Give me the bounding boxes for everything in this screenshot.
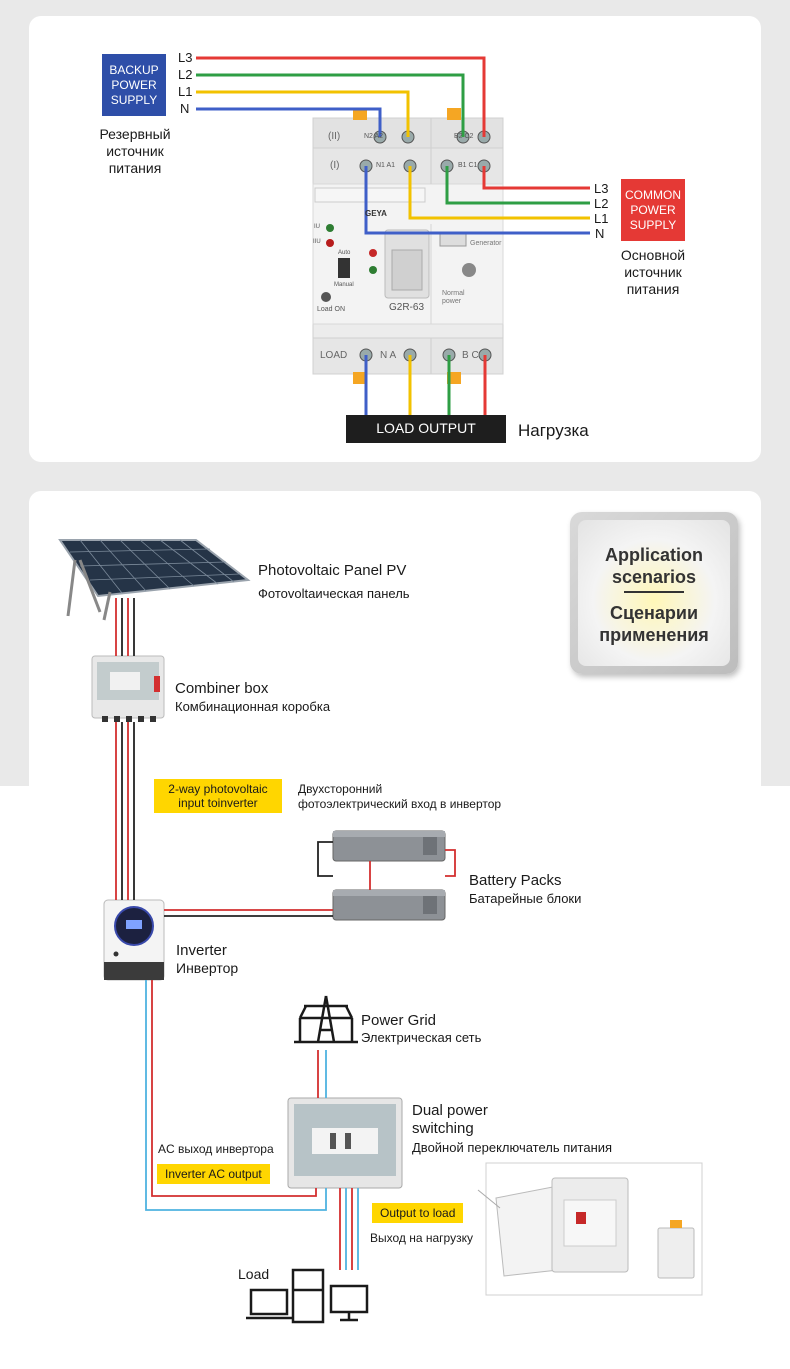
application-scenarios-badge: Application scenarios Сценарии применени… (570, 512, 738, 674)
combiner-en-label: Combiner box (175, 680, 269, 697)
backup-power-supply-box: BACKUP POWER SUPPLY (102, 54, 166, 116)
bottom-wires (115, 598, 456, 1270)
battery-ru-label: Батарейные блоки (469, 891, 582, 906)
top-wires (196, 56, 590, 415)
ac-output-ru-label: AC выход инвертора (158, 1142, 274, 1156)
iiu-label: IIU (313, 239, 321, 245)
common-power-ru: Основной источник питания (620, 247, 686, 297)
load-on-label: Load ON (317, 306, 346, 313)
combiner-ru-label: Комбинационная коробка (175, 699, 331, 714)
phase-label-l3-right: L3 (594, 181, 609, 196)
backup-n-wire (196, 107, 382, 137)
backup-power-ru: Резервный источник питания (99, 126, 171, 176)
power-grid-icon (294, 995, 358, 1044)
solar-panel-icon (58, 539, 251, 621)
load-ru-label: Нагрузка (518, 421, 589, 440)
terminal-na: N A (380, 350, 397, 361)
phase-label-l1-left: L1 (178, 84, 193, 99)
load-output-box (346, 415, 506, 443)
row-i-label: (I) (330, 160, 340, 171)
terminal-bc: B C (462, 350, 479, 361)
backup-l1-wire (196, 90, 410, 137)
inverter-icon (103, 899, 165, 981)
scenarios-en: Application scenarios (605, 545, 703, 587)
common-l2-wire (445, 166, 590, 205)
terminal-n2a2: N2 A2 (364, 133, 384, 140)
scenarios-ru: Сценарии применения (599, 603, 709, 645)
terminal-b1c1: B1 C1 (458, 162, 478, 169)
pv-ru-label: Фотоvoltаическая панель (258, 586, 410, 601)
backup-power-supply-label: BACKUP POWER SUPPLY (109, 62, 159, 107)
ac-output-blue (145, 980, 327, 1211)
battery-link-red (445, 849, 456, 877)
load-en-label: Load (238, 1266, 270, 1282)
backup-l3-wire (196, 56, 486, 137)
load-terminal-label: LOAD (320, 350, 348, 361)
dual-en-label: Dual power switching (412, 1102, 488, 1137)
inverter-en-label: Inverter (176, 942, 227, 959)
common-n-wire (364, 166, 590, 235)
phase-label-l2-right: L2 (594, 196, 609, 211)
auto-label: Auto (338, 250, 351, 256)
inverter-ac-output-tag: Inverter AC output (157, 1164, 270, 1184)
load-output-label: LOAD OUTPUT (376, 420, 476, 436)
two-way-ru-label: Двухсторонний фотоэлектрический вход в и… (298, 782, 502, 811)
brand-logo: GEYA (365, 209, 387, 218)
ac-output-red (151, 980, 317, 1197)
dual-ru-label: Двойной переключатель питания (412, 1140, 613, 1155)
model-label: G2R-63 (389, 302, 425, 313)
inverter-ru-label: Инвертор (176, 960, 239, 976)
generator-label: Generator (470, 240, 502, 247)
output-to-load-ru-label: Выход на нагрузку (370, 1231, 473, 1245)
dual-power-box-icon (287, 1097, 403, 1189)
phase-label-l3-left: L3 (178, 50, 193, 65)
combiner-box-icon (91, 655, 165, 722)
phase-label-l1-right: L1 (594, 211, 609, 226)
grid-ru-label: Электрическая сеть (361, 1030, 482, 1045)
phase-label-n-left: N (180, 101, 190, 116)
two-way-input-tag: 2-way photovoltaic input toinverter (154, 779, 282, 813)
backup-l2-wire (196, 73, 465, 137)
battery-packs-icon (332, 830, 446, 921)
battery-link-black (317, 841, 333, 877)
common-l1-wire (408, 166, 590, 220)
battery-en-label: Battery Packs (469, 872, 562, 889)
common-power-supply-label: COMMON POWER SUPPLY (625, 187, 681, 232)
pv-en-label: Photovoltaic Panel PV (258, 562, 407, 579)
phase-label-l2-left: L2 (178, 67, 193, 82)
product-photo-inset (477, 1162, 703, 1296)
row-ii-label: (II) (328, 131, 341, 142)
manual-label: Manual (334, 282, 354, 288)
terminal-b2c2: B2 C2 (454, 133, 474, 140)
normal-power-label: Normal power (442, 290, 465, 305)
load-appliances-icon (246, 1268, 369, 1324)
terminal-n1a1: N1 A1 (376, 162, 396, 169)
scenarios-divider (624, 591, 684, 593)
output-to-load-tag: Output to load (372, 1203, 464, 1223)
grid-en-label: Power Grid (361, 1012, 437, 1029)
common-power-supply-box: COMMON POWER SUPPLY (621, 179, 685, 241)
iu-label: IU (314, 224, 320, 230)
common-l3-wire (482, 166, 590, 190)
phase-label-n-right: N (595, 226, 605, 241)
